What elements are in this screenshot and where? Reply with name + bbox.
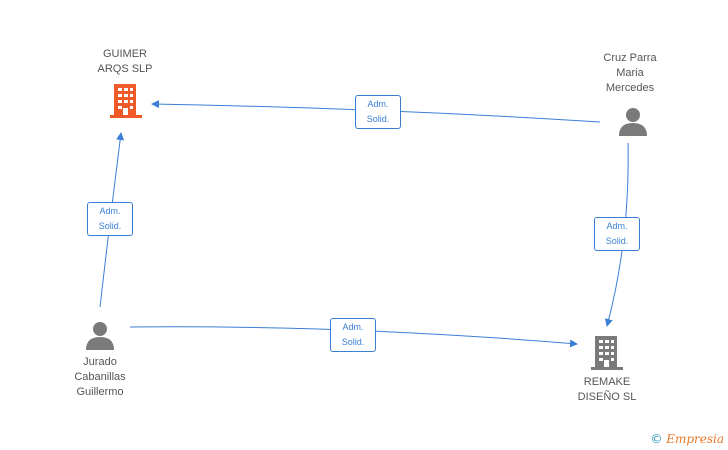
person-icon[interactable] (618, 106, 648, 136)
node-label-remake: REMAKE DISEÑO SL (577, 376, 637, 403)
node-label-cruz: Cruz Parra Maria Mercedes (603, 52, 657, 94)
empresia-credit[interactable]: © Empresia (650, 432, 724, 446)
edge-label-cruz-guimer: Adm. Solid. (355, 95, 401, 129)
edge-label-jurado-guimer: Adm. Solid. (87, 202, 133, 236)
copyright-icon: © (650, 432, 663, 446)
building-icon[interactable] (110, 84, 142, 118)
node-label-guimer: GUIMER ARQS SLP (97, 48, 153, 75)
edge-label-jurado-remake: Adm. Solid. (330, 318, 376, 352)
building-icon[interactable] (591, 336, 623, 370)
credit-brand: Empresia (666, 432, 724, 446)
node-label-jurado: Jurado Cabanillas Guillermo (74, 356, 126, 398)
person-icon[interactable] (85, 320, 115, 350)
edge-label-cruz-remake: Adm. Solid. (594, 217, 640, 251)
